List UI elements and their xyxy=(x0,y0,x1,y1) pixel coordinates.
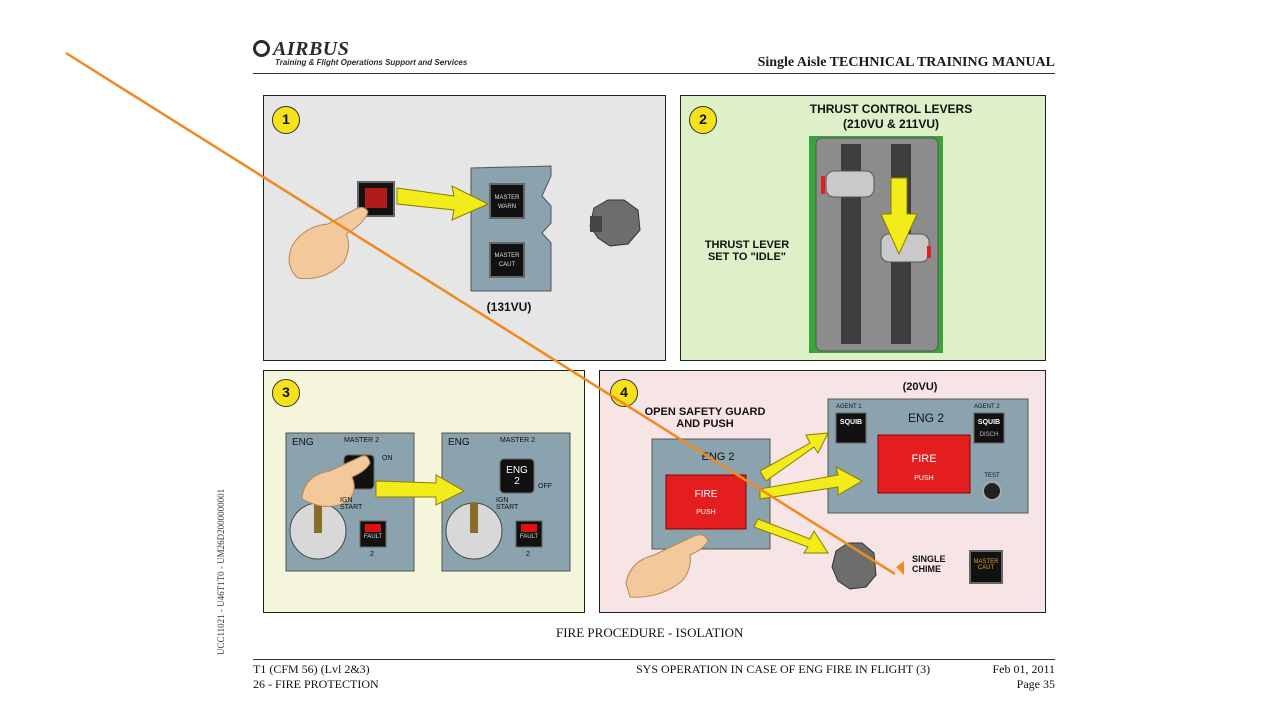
footer-center: SYS OPERATION IN CASE OF ENG FIRE IN FLI… xyxy=(636,662,931,676)
footer-rule xyxy=(253,659,1055,660)
panel-2: 2 THRUST CONTROL LEVERS (210VU & 211VU) … xyxy=(680,95,1046,361)
fault-label: FAULT xyxy=(363,534,383,540)
svg-text:CAUT: CAUT xyxy=(499,262,516,268)
panel-4: 4 (20VU) OPEN SAFETY GUARD AND PUSH AGEN… xyxy=(599,370,1046,613)
disch-label: DISCH xyxy=(979,432,999,438)
on-label: ON xyxy=(382,455,393,462)
logo-subtitle: Training & Flight Operations Support and… xyxy=(275,58,468,67)
panel-1: 1 MASTER WARN MASTER CAUT (131VU) xyxy=(263,95,666,361)
figure-caption: FIRE PROCEDURE - ISOLATION xyxy=(556,625,744,640)
eng-2-label: ENG 2 xyxy=(701,451,735,463)
footer-page: Page 35 xyxy=(1016,677,1055,691)
eng-label: ENG xyxy=(448,437,470,448)
push-label: PUSH xyxy=(696,509,716,516)
document-side-code: UCC11021 - U46T1T0 - UM26D2000000001 xyxy=(216,488,226,655)
master-caut-label: MASTER CAUT xyxy=(973,559,999,571)
master-2-label: MASTER 2 xyxy=(344,437,380,444)
svg-text:WARN: WARN xyxy=(498,204,516,210)
thrust-lever-note: THRUST LEVER SET TO "IDLE" xyxy=(704,239,790,263)
panel-id-label: (20VU) xyxy=(902,381,938,393)
master-warning-diagram: MASTER WARN MASTER CAUT xyxy=(288,165,641,292)
engine-number-label: 2 xyxy=(370,551,374,558)
fault-label: FAULT xyxy=(519,534,539,540)
engine-master-switch-diagram xyxy=(285,432,571,572)
ign-start-label: IGN START xyxy=(340,497,363,511)
squib-label: SQUIB xyxy=(977,419,1001,426)
master-warn-label: MASTER xyxy=(494,195,520,201)
agent-2-label: AGENT 2 xyxy=(974,404,1000,410)
agent-1-label: AGENT 1 xyxy=(836,404,862,410)
airbus-logo-icon xyxy=(253,40,270,57)
logo-text: AIRBUS xyxy=(273,38,350,60)
thrust-lever-diagram xyxy=(809,136,943,353)
push-label: PUSH xyxy=(914,475,934,482)
eng-2-switch-label: ENG 2 xyxy=(506,465,528,487)
footer-date: Feb 01, 2011 xyxy=(992,662,1055,676)
speaker-icon xyxy=(896,561,904,575)
footer-left-line-2: 26 - FIRE PROTECTION xyxy=(253,677,379,691)
off-label: OFF xyxy=(538,483,552,490)
squib-label: SQUIB xyxy=(839,419,863,426)
fire-handle-label: FIRE xyxy=(694,489,718,500)
master-2-label: MASTER 2 xyxy=(500,437,536,444)
fire-label: FIRE xyxy=(911,453,937,465)
svg-text:MASTER: MASTER xyxy=(494,253,520,259)
panel-3: 3 ENG ENG MASTER 2 MASTER 2 ENG 2 ON OFF… xyxy=(263,370,585,613)
engine-number-label: 2 xyxy=(526,551,530,558)
eng-2-label: ENG 2 xyxy=(907,411,944,425)
panel-id-label: (131VU) xyxy=(486,300,532,314)
ign-start-label: IGN START xyxy=(496,497,519,511)
header-rule xyxy=(253,73,1055,74)
test-label: TEST xyxy=(984,473,1000,479)
single-chime-label: SINGLE CHIME xyxy=(912,554,946,574)
manual-title: Single Aisle TECHNICAL TRAINING MANUAL xyxy=(757,55,1055,70)
footer-left-line-1: T1 (CFM 56) (Lvl 2&3) xyxy=(253,662,370,676)
eng-label: ENG xyxy=(292,437,314,448)
